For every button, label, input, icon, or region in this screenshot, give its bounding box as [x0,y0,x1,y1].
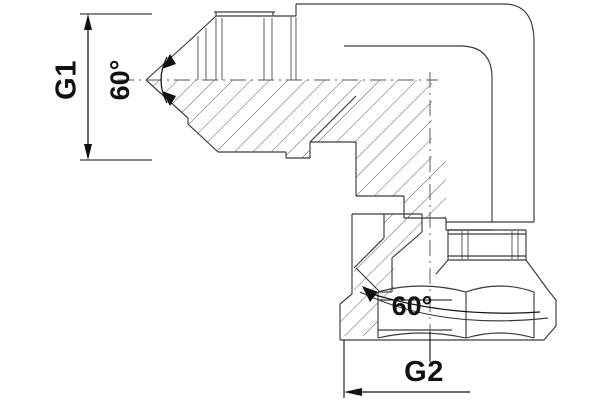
upper-angle-arrow-top [162,54,176,69]
hex-nut-lower [339,213,557,341]
upper-angle-label: 60° [105,60,135,101]
upper-angle-arc [160,56,168,104]
g1-label: G1 [51,60,83,100]
lower-angle-dimension-group: 60° [355,267,541,321]
g2-arrow-left [344,388,362,396]
g1-arrow-bottom [84,144,92,160]
upper-angle-dimension-group: 60° [105,54,176,106]
upper-angle-arrow-bottom [162,91,176,106]
section-hatching-lower [340,214,422,336]
g2-dimension-group: G2 [343,332,470,398]
male-nipple-upper-profile [145,3,446,219]
g2-label: G2 [404,356,444,388]
section-hatching-upper [145,79,446,218]
lower-angle-leader [371,293,541,314]
centerlines [118,72,438,352]
lower-angle-arrow [362,286,378,302]
lower-angle-label: 60° [392,291,433,321]
vertical-port-shank [447,229,527,261]
g1-dimension-group: G1 [51,13,152,161]
g1-arrow-top [84,14,92,30]
